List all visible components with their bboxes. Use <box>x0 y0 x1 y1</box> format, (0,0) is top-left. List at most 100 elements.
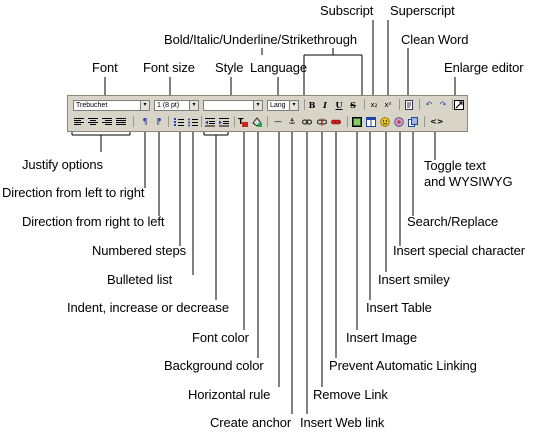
toolbar-separator <box>419 99 420 110</box>
align-left-icon <box>74 118 84 125</box>
enlarge-editor-button[interactable] <box>454 100 464 110</box>
toggle-html-wysiwyg-button[interactable]: <> <box>430 117 444 126</box>
toolbar-separator <box>399 99 400 110</box>
indent-icon <box>219 118 229 127</box>
direction-ltr-button[interactable]: ¶ <box>142 117 148 126</box>
font-select[interactable]: Trebuchet <box>73 100 150 111</box>
label-create-anchor: Create anchor <box>210 415 292 430</box>
chevron-down-icon <box>140 101 149 110</box>
font-color-icon: T <box>238 117 248 127</box>
svg-text:T: T <box>238 117 244 126</box>
redo-button[interactable]: ↷ <box>439 100 447 109</box>
font-size-select[interactable]: 1 (8 pt) <box>154 100 199 111</box>
subscript-button[interactable]: x₂ <box>370 101 378 109</box>
label-toggle-line1: Toggle text <box>424 158 486 173</box>
justify-center-button[interactable] <box>88 117 98 127</box>
italic-button[interactable]: I <box>323 100 327 110</box>
toolbar-separator <box>452 99 453 110</box>
label-direction-rtl: Direction from right to left <box>22 214 165 229</box>
clean-word-button[interactable] <box>404 100 414 110</box>
strikethrough-button[interactable]: S <box>350 100 356 110</box>
indent-decrease-button[interactable] <box>205 117 215 127</box>
justify-right-button[interactable] <box>102 117 112 127</box>
label-insert-image: Insert Image <box>346 330 418 345</box>
label-bulleted-list: Bulleted list <box>107 272 173 287</box>
enlarge-icon <box>454 100 464 110</box>
toolbar-separator <box>347 116 348 127</box>
toolbar-separator <box>133 116 134 127</box>
label-font-size: Font size <box>143 60 195 75</box>
search-replace-button[interactable] <box>408 117 418 127</box>
label-remove-link: Remove Link <box>313 387 388 402</box>
label-font: Font <box>92 60 118 75</box>
align-center-icon <box>88 118 98 125</box>
label-direction-ltr: Direction from left to right <box>2 185 145 200</box>
chevron-down-icon <box>253 101 262 110</box>
align-right-icon <box>102 118 112 125</box>
justify-left-button[interactable] <box>74 117 84 127</box>
insert-special-character-button[interactable] <box>394 117 404 127</box>
indent-increase-button[interactable] <box>219 117 229 127</box>
chevron-down-icon <box>189 101 198 110</box>
label-insert-web-link: Insert Web link <box>300 415 385 430</box>
label-subscript: Subscript <box>320 3 374 18</box>
editor-toolbar: Trebuchet 1 (8 pt) Lang B I U S x₂ x² ↶ … <box>67 95 468 132</box>
font-size-select-value: 1 (8 pt) <box>157 102 180 109</box>
search-replace-icon <box>408 117 418 127</box>
label-language: Language <box>250 60 308 75</box>
label-prevent-linking: Prevent Automatic Linking <box>329 358 477 373</box>
unlink-icon <box>316 118 328 126</box>
label-insert-special-character: Insert special character <box>393 243 525 258</box>
insert-table-button[interactable] <box>366 117 376 127</box>
bulleted-list-icon <box>188 118 198 127</box>
toolbar-separator <box>168 116 169 127</box>
label-justify-options: Justify options <box>22 157 103 172</box>
link-icon <box>301 119 313 125</box>
font-select-value: Trebuchet <box>76 102 108 109</box>
horizontal-rule-button[interactable]: — <box>274 117 282 126</box>
label-search-replace: Search/Replace <box>407 214 499 229</box>
language-select-value: Lang <box>270 102 286 109</box>
style-select[interactable] <box>203 100 263 111</box>
label-numbered-steps: Numbered steps <box>92 243 186 258</box>
align-justify-icon <box>116 118 126 125</box>
label-toggle-line2: and WYSIWYG <box>424 174 513 189</box>
background-color-icon <box>252 117 262 127</box>
label-insert-smiley: Insert smiley <box>378 272 450 287</box>
label-style: Style <box>215 60 244 75</box>
toolbar-separator <box>304 99 305 110</box>
chevron-down-icon <box>289 101 298 110</box>
prevent-auto-linking-button[interactable] <box>331 117 341 127</box>
language-select[interactable]: Lang <box>267 100 299 111</box>
undo-button[interactable]: ↶ <box>425 100 433 109</box>
insert-web-link-button[interactable] <box>301 117 313 127</box>
outdent-icon <box>205 118 215 127</box>
create-anchor-button[interactable]: ⚓ <box>288 117 296 126</box>
direction-rtl-button[interactable]: ¶ <box>156 117 162 126</box>
toolbar-separator <box>234 116 235 127</box>
label-superscript: Superscript <box>390 3 455 18</box>
label-indent: Indent, increase or decrease <box>67 300 229 315</box>
label-horizontal-rule: Horizontal rule <box>188 387 271 402</box>
toolbar-separator <box>364 99 365 110</box>
background-color-button[interactable] <box>252 117 262 127</box>
superscript-button[interactable]: x² <box>384 101 392 109</box>
font-color-button[interactable]: T <box>238 117 248 127</box>
label-background-color: Background color <box>164 358 264 373</box>
bold-button[interactable]: B <box>308 100 316 110</box>
table-icon <box>366 117 376 127</box>
toolbar-separator <box>201 116 202 127</box>
no-link-icon <box>331 119 341 125</box>
label-clean-word: Clean Word <box>401 32 469 47</box>
numbered-list-button[interactable] <box>174 117 184 127</box>
justify-full-button[interactable] <box>116 117 126 127</box>
label-bold-italic-underline-strikethrough: Bold/Italic/Underline/Strikethrough <box>164 32 358 47</box>
insert-smiley-button[interactable] <box>380 117 390 127</box>
remove-link-button[interactable] <box>316 117 328 127</box>
label-enlarge-editor: Enlarge editor <box>444 60 524 75</box>
underline-button[interactable]: U <box>335 100 343 110</box>
toolbar-separator <box>424 116 425 127</box>
bulleted-list-button[interactable] <box>188 117 198 127</box>
image-icon <box>352 117 362 127</box>
insert-image-button[interactable] <box>352 117 362 127</box>
